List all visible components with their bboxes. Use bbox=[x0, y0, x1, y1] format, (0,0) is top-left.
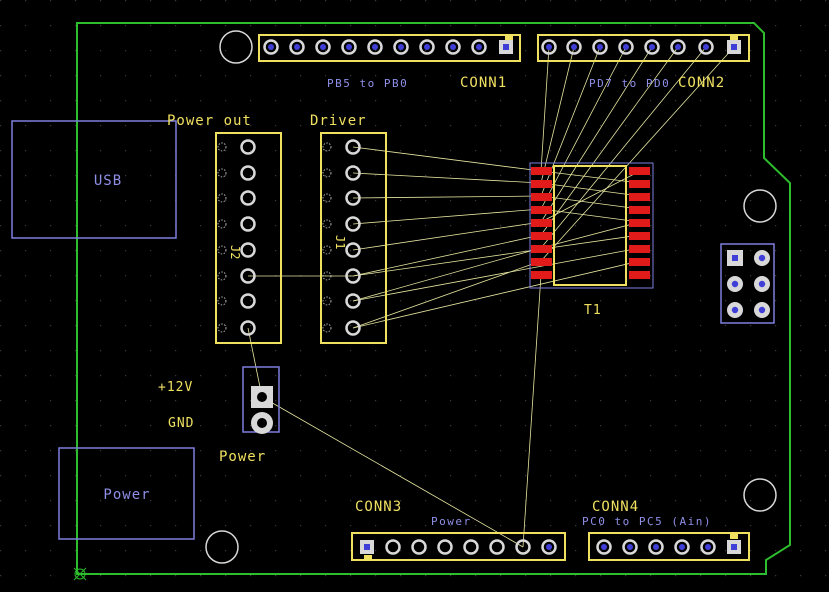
power-terminal bbox=[242, 366, 280, 434]
mounting-hole bbox=[743, 189, 777, 223]
power-out-label: Power out bbox=[167, 113, 252, 129]
connector-j1 bbox=[320, 132, 387, 344]
mounting-hole bbox=[743, 478, 777, 512]
power-jack-label: Power bbox=[103, 487, 150, 503]
usb-label: USB bbox=[94, 173, 122, 189]
j2-designator: J2 bbox=[228, 245, 242, 259]
driver-label: Driver bbox=[310, 113, 367, 129]
t1-designator: T1 bbox=[584, 303, 602, 318]
board-outline bbox=[76, 22, 791, 575]
mounting-holes bbox=[205, 30, 777, 564]
conn4-sub-label: PC0 to PC5 (Ain) bbox=[582, 515, 712, 528]
connector-conn3 bbox=[351, 532, 566, 561]
connector-j2 bbox=[215, 132, 282, 344]
connector-conn2 bbox=[537, 34, 750, 62]
origin-marker bbox=[73, 567, 87, 581]
connector-conn4 bbox=[588, 532, 750, 561]
power-jack-outline bbox=[58, 447, 195, 540]
mounting-hole bbox=[219, 30, 253, 64]
icsp-header bbox=[720, 243, 775, 324]
conn2-label: CONN2 bbox=[678, 75, 725, 91]
mounting-hole bbox=[205, 530, 239, 564]
ratsnest bbox=[247, 46, 735, 548]
power-conn-label: Power bbox=[219, 449, 266, 465]
j1-designator: J1 bbox=[333, 235, 347, 249]
conn1-label: CONN1 bbox=[460, 75, 507, 91]
plus12v-label: +12V bbox=[158, 380, 193, 395]
conn2-sub-label: PD7 to PD0 bbox=[589, 77, 670, 90]
ic-t1 bbox=[529, 162, 654, 289]
connector-conn1 bbox=[258, 34, 521, 62]
conn3-sub-label: Power bbox=[431, 515, 472, 528]
conn3-label: CONN3 bbox=[355, 499, 402, 515]
conn4-label: CONN4 bbox=[592, 499, 639, 515]
conn1-sub-label: PB5 to PB0 bbox=[327, 77, 408, 90]
usb-outline bbox=[11, 120, 177, 239]
gnd-label: GND bbox=[168, 416, 194, 431]
